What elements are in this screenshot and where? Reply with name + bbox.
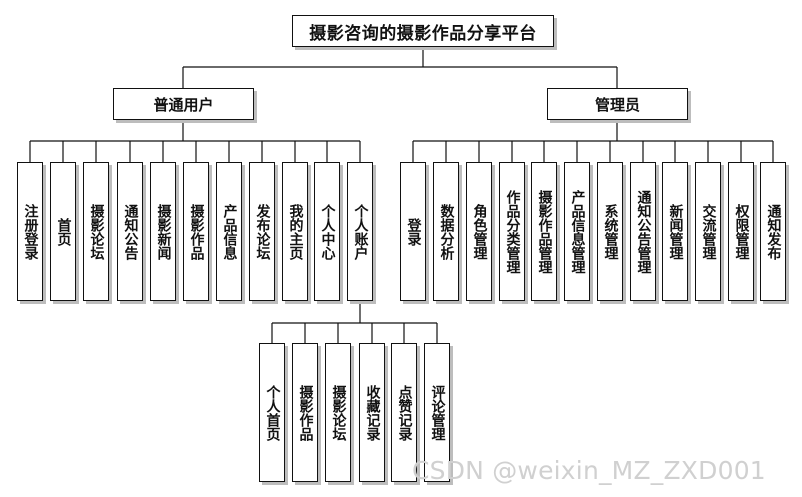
admin-module-2: 数据分析 [433,162,459,301]
user-module-3: 摄影论坛 [83,162,109,301]
account-module-5: 点赞记录 [391,343,417,482]
admin-module-5: 摄影作品管理 [531,162,557,301]
user-module-4: 通知公告 [117,162,143,301]
user-module-11: 个人账户 [347,162,373,301]
account-module-4: 收藏记录 [359,343,385,482]
user-module-10: 个人中心 [314,162,340,301]
admin-module-7: 系统管理 [597,162,623,301]
admin-module-11: 权限管理 [728,162,754,301]
account-module-1: 个人首页 [259,343,285,482]
account-module-3: 摄影论坛 [325,343,351,482]
admin-module-12: 通知发布 [760,162,786,301]
admin-module-9: 新闻管理 [662,162,688,301]
user-module-1: 注册登录 [17,162,43,301]
account-module-6: 评论管理 [424,343,450,482]
account-module-2: 摄影作品 [292,343,318,482]
admin-module-6: 产品信息管理 [564,162,590,301]
root-title: 摄影咨询的摄影作品分享平台 [292,15,554,47]
admin-module-10: 交流管理 [695,162,721,301]
admin-module-4: 作品分类管理 [499,162,525,301]
branch-admin: 管理员 [547,88,688,120]
user-module-7: 产品信息 [216,162,242,301]
user-module-2: 首页 [50,162,76,301]
admin-module-8: 通知公告管理 [630,162,656,301]
user-module-6: 摄影作品 [183,162,209,301]
user-module-8: 发布论坛 [249,162,275,301]
user-module-9: 我的主页 [282,162,308,301]
branch-user: 普通用户 [113,88,254,120]
watermark: CSDN @weixin_MZ_ZXD001 [412,456,766,485]
user-module-5: 摄影新闻 [150,162,176,301]
admin-module-1: 登录 [400,162,426,301]
admin-module-3: 角色管理 [466,162,492,301]
